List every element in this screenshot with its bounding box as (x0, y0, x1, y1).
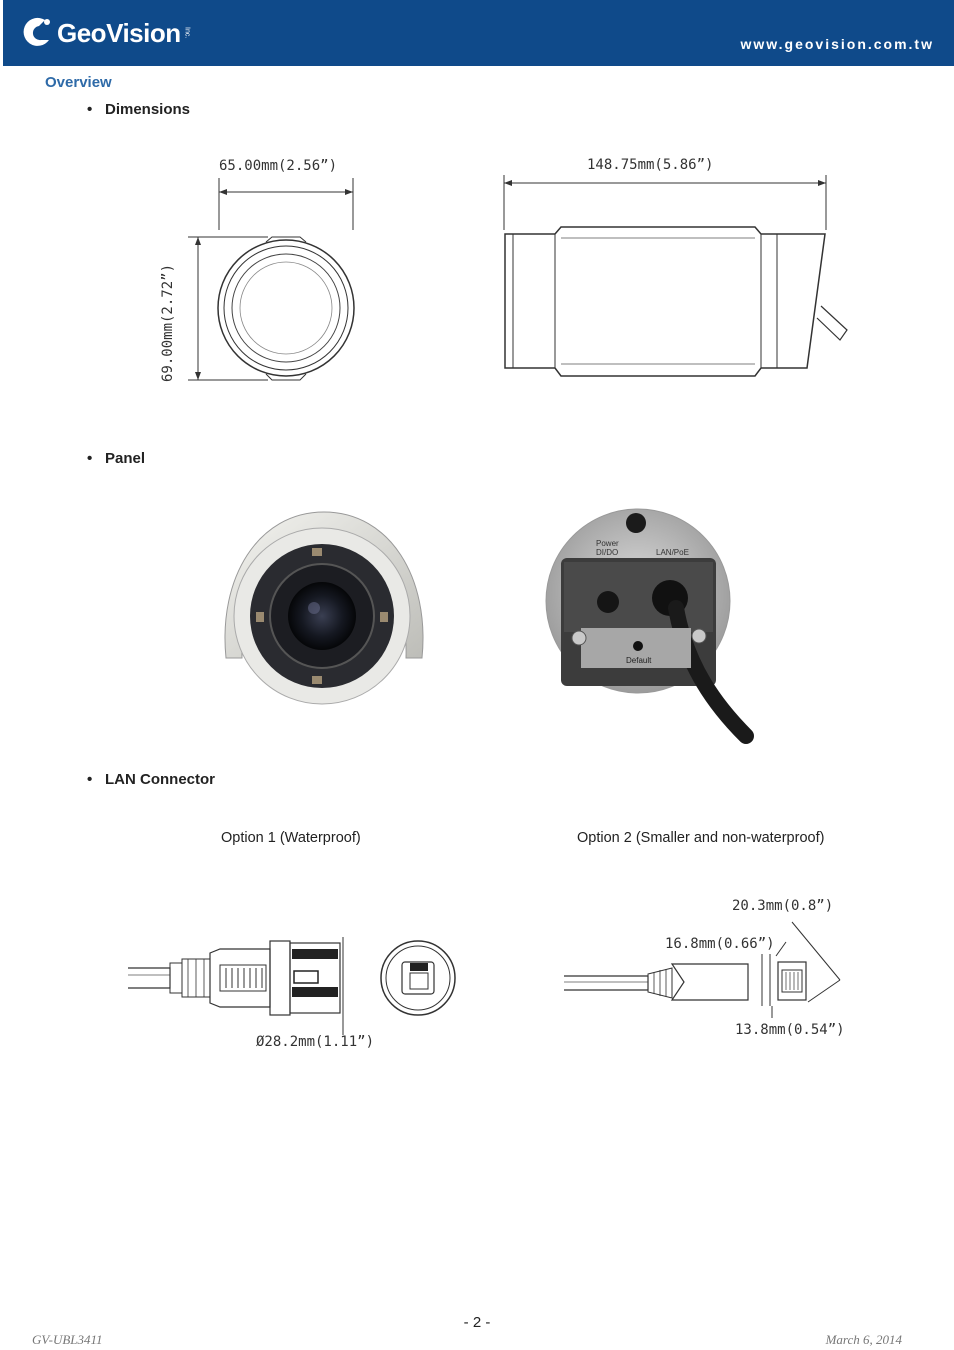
bullet-panel: • Panel (87, 450, 145, 467)
page-number: - 2 - (463, 1314, 491, 1331)
bullet-dot-icon: • (87, 771, 93, 788)
bullet-dot-icon: • (87, 101, 93, 118)
option1-connector-drawing: Ø28.2mm(1.11”) (128, 937, 456, 1050)
bullet-dot-icon: • (87, 450, 93, 467)
logo-text: GeoVision (57, 17, 181, 48)
logo-suffix: Inc. (183, 27, 191, 39)
front-panel-photo (224, 511, 424, 705)
option2-dim-c-label: 13.8mm(0.54”) (735, 1022, 845, 1038)
option1-label: Option 1 (Waterproof) (221, 830, 361, 846)
dido-label: DI/DO (596, 548, 618, 557)
footer-model: GV-UBL3411 (32, 1332, 103, 1347)
bullet-lan-connector: • LAN Connector (87, 771, 215, 788)
footer-date: March 6, 2014 (825, 1332, 902, 1347)
bullet-panel-label: Panel (105, 450, 146, 467)
bullet-lan-connector-label: LAN Connector (105, 771, 215, 788)
front-height-label: 69.00mm(2.72”) (160, 264, 176, 382)
rear-panel-photo: Power DI/DO LAN/PoE Default (545, 508, 754, 744)
lan-poe-label: LAN/PoE (656, 548, 689, 557)
front-width-label: 65.00mm(2.56”) (219, 158, 337, 174)
bullet-dimensions-label: Dimensions (105, 101, 191, 118)
section-title: Overview (45, 74, 112, 91)
option2-dim-a-label: 20.3mm(0.8”) (732, 898, 833, 914)
header-bar: GeoVision Inc. www.geovision.com.tw (3, 0, 954, 66)
default-label: Default (626, 656, 652, 665)
power-label: Power (596, 539, 619, 548)
geovision-logo[interactable]: GeoVision Inc. (19, 12, 191, 54)
dido-connector (597, 591, 619, 613)
option2-connector-drawing: 20.3mm(0.8”) 16.8mm(0.66”) 13.8mm(0.54”) (564, 898, 845, 1038)
logo-mark-icon (23, 17, 50, 46)
side-view-drawing: 148.75mm(5.86”) (503, 157, 848, 377)
front-view-drawing: 65.00mm(2.56”) 69.00mm(2.72”) (160, 158, 355, 382)
website-url[interactable]: www.geovision.com.tw (740, 36, 934, 52)
bullet-dimensions: • Dimensions (87, 101, 190, 118)
side-length-label: 148.75mm(5.86”) (587, 157, 713, 173)
option1-diameter-label: Ø28.2mm(1.11”) (256, 1034, 374, 1050)
option2-dim-b-label: 16.8mm(0.66”) (665, 936, 775, 952)
option2-label: Option 2 (Smaller and non-waterproof) (577, 830, 825, 846)
